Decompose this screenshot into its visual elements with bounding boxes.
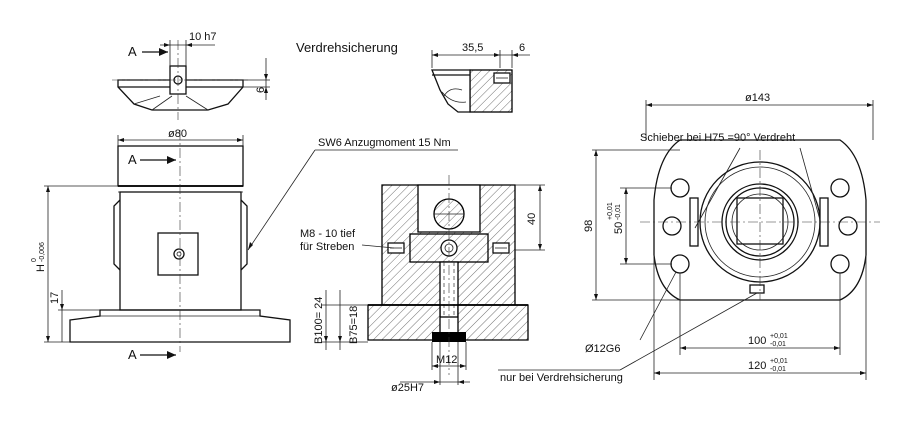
dim-M12: M12: [436, 354, 457, 366]
dim-120-tol-lower: -0,01: [770, 366, 786, 373]
title-verdrehsicherung: Verdrehsicherung: [296, 40, 398, 55]
dim-phi80: ø80: [168, 128, 187, 140]
dim-6-right: 6: [519, 42, 525, 54]
dim-10h7: 10 h7: [189, 31, 217, 43]
label-sw6: SW6 Anzugmoment 15 Nm: [318, 137, 451, 149]
section-a-mid: A: [128, 152, 137, 167]
front-view: ø80 A A H 0 -0,006 17 SW6 Anzugmoment 15…: [31, 128, 458, 362]
dim-40: 40: [526, 213, 538, 225]
dim-phi12: Ø12G6: [585, 343, 620, 355]
dim-98: 98: [583, 220, 595, 232]
dim-17: 17: [49, 292, 61, 304]
dim-100-tol-lower: -0,01: [770, 341, 786, 348]
dim-H-tol-lower: -0,006: [39, 242, 46, 262]
label-fuer-streben: für Streben: [300, 241, 354, 253]
top-middle-detail-view: 35,5 6: [431, 42, 530, 113]
label-schieber: Schieber bei H75 =90° Verdreht: [640, 132, 795, 144]
top-left-detail-view: 10 h7 A 6: [112, 31, 270, 120]
dim-50-tol-lower: -0,01: [615, 204, 622, 220]
section-view: 40 M8 - 10 tief für Streben B100= 24 B75…: [300, 175, 545, 394]
dim-B75: B75=18: [348, 306, 360, 344]
dim-phi25: ø25H7: [391, 382, 424, 394]
label-nur-bei: nur bei Verdrehsicherung: [500, 372, 623, 384]
dim-50: 50: [613, 222, 625, 234]
section-a-bottom: A: [128, 347, 137, 362]
section-a-top: A: [128, 44, 137, 59]
dim-H-tol-upper: 0: [31, 258, 38, 262]
dim-120: 120: [748, 360, 766, 372]
label-m8: M8 - 10 tief: [300, 228, 356, 240]
dim-100: 100: [748, 335, 766, 347]
dim-120-tol-upper: +0,01: [770, 358, 788, 365]
dim-50-tol-upper: +0,01: [607, 202, 614, 220]
dim-100-tol-upper: +0,01: [770, 333, 788, 340]
dim-6-left: 6: [255, 87, 267, 93]
dim-phi143: ø143: [745, 92, 770, 104]
dim-H: H: [35, 264, 47, 272]
flange-top-view: ø143 Schieber bei H75 =90° Verdreht 98 5…: [498, 92, 880, 384]
dim-B100: B100= 24: [313, 297, 325, 344]
dim-35-5: 35,5: [462, 42, 483, 54]
